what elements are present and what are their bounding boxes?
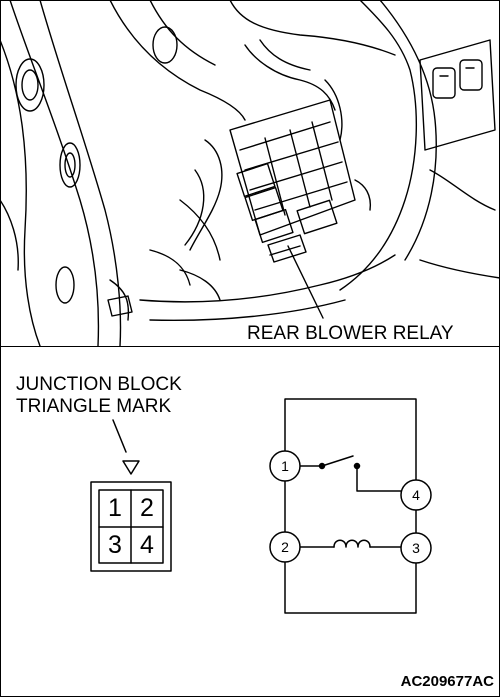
figure-code: AC209677AC bbox=[400, 673, 494, 690]
junction-block-label-line1: JUNCTION BLOCK bbox=[16, 374, 182, 395]
connector-pin-3: 3 bbox=[108, 531, 122, 559]
terminal-1-label: 1 bbox=[281, 458, 289, 474]
connector-pin-4: 4 bbox=[140, 531, 154, 559]
rear-blower-relay bbox=[267, 234, 307, 263]
section-divider bbox=[0, 346, 500, 347]
rear-blower-relay-label: REAR BLOWER RELAY bbox=[247, 323, 454, 344]
junction-block-body bbox=[229, 99, 356, 236]
junction-block-label-line2: TRIANGLE MARK bbox=[16, 396, 172, 417]
callout-leader bbox=[287, 245, 324, 319]
switch-panel bbox=[419, 39, 496, 151]
relay-location-illustration bbox=[0, 0, 500, 346]
terminal-3-label: 3 bbox=[412, 540, 420, 556]
terminal-2-label: 2 bbox=[281, 539, 289, 555]
left-pillar bbox=[9, 0, 100, 346]
connector-pin-1: 1 bbox=[108, 494, 122, 522]
terminal-4-label: 4 bbox=[412, 487, 420, 503]
connector-pin-2: 2 bbox=[140, 494, 154, 522]
